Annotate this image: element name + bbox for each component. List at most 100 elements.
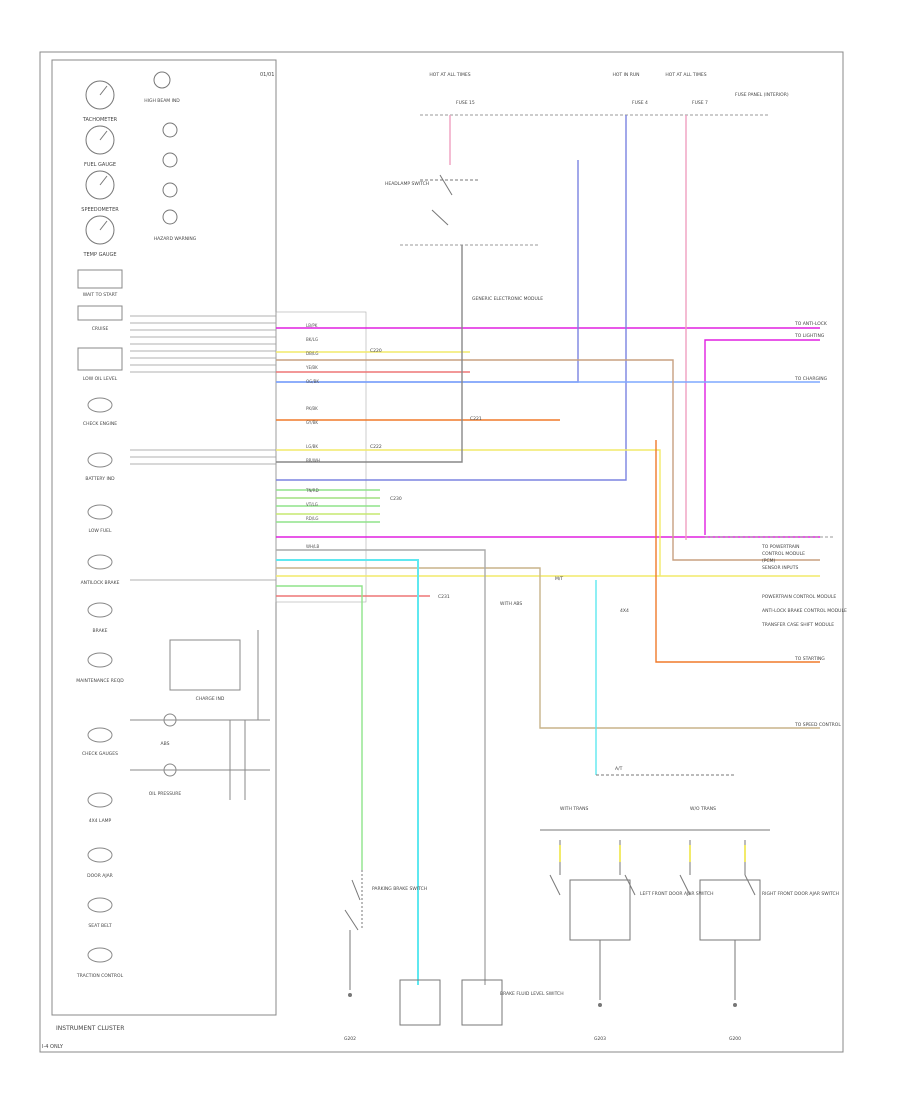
cluster-pin-lines	[130, 315, 276, 581]
lamp: BRAKE	[87, 602, 113, 634]
gauge-label: TACHOMETER	[82, 117, 118, 123]
lamp: MAINTENANCE REQD	[76, 652, 124, 684]
side-label: TO ANTI-LOCK	[794, 321, 828, 327]
lamp-label: DOOR AJAR	[87, 873, 113, 879]
gauge: SPEEDOMETER	[81, 170, 119, 213]
side-label: TO STARTING	[794, 656, 825, 662]
bulb-icon	[163, 713, 177, 727]
ground-label: G202	[344, 1036, 356, 1042]
note: A/T	[615, 766, 623, 772]
wire-magenta	[704, 339, 820, 535]
fuse-label: FUSE 15	[456, 100, 475, 106]
lamp-bulb-icon	[87, 452, 113, 468]
headlamp-switch	[420, 174, 480, 226]
wire-label: RD/LG	[306, 516, 319, 521]
fuse-boxes: HOT AT ALL TIMES HOT IN RUN HOT AT ALL T…	[400, 72, 789, 246]
lamp-bulb-icon	[87, 554, 113, 570]
fuse-label: FUSE 7	[692, 100, 708, 106]
cluster-modules: WAIT TO START CRUISE LOW OIL LEVEL	[77, 269, 123, 382]
pcm-text: TO POWERTRAIN	[761, 544, 800, 550]
wire-tan	[276, 359, 820, 561]
switch-body	[399, 979, 441, 1026]
lamp-bulb-icon	[87, 792, 113, 808]
ground-icon	[733, 1003, 737, 1007]
wire-yellow	[276, 449, 661, 576]
lamp-bulb-icon	[87, 947, 113, 963]
lamp: CHECK ENGINE	[83, 397, 117, 427]
gauge-dial-icon	[85, 125, 115, 155]
gauge-needle-icon	[99, 130, 108, 141]
lamp-bulb-icon	[87, 897, 113, 913]
module-label: LOW OIL LEVEL	[83, 376, 118, 382]
wire-gray	[276, 549, 486, 985]
switch-body	[569, 879, 631, 941]
lamp-label: LOW FUEL	[88, 528, 111, 534]
wire-label: DB/LG	[306, 351, 319, 356]
switch-blade-icon	[549, 874, 561, 896]
top-indicators: HIGH BEAM IND HAZARD WARNING	[144, 71, 197, 242]
ground-icon	[598, 1003, 602, 1007]
connector-label: C231	[438, 594, 450, 600]
wire-gray	[276, 245, 463, 463]
indicator-label: HAZARD WARNING	[154, 236, 197, 242]
note: W/O TRANS	[690, 806, 716, 812]
gauge-label: SPEEDOMETER	[81, 207, 119, 213]
wire-label: VT/LG	[306, 502, 318, 507]
lamp-label: ANTILOCK BRAKE	[81, 580, 120, 586]
cluster-title: INSTRUMENT CLUSTER	[56, 1025, 124, 1032]
switch-label: LEFT FRONT DOOR AJAR SWITCH	[640, 891, 714, 897]
switch-blade-icon	[344, 909, 359, 931]
side-labels: TO ANTI-LOCK TO LIGHTING TO CHARGING TO …	[794, 321, 841, 728]
gauge-needle-icon	[99, 220, 108, 231]
lamp-bulb-icon	[87, 652, 113, 668]
module-rect	[77, 269, 123, 289]
note: 4X4	[620, 608, 629, 614]
lamp-label: BRAKE	[93, 628, 108, 634]
note: WITH TRANS	[560, 806, 588, 812]
wire-orange	[655, 440, 820, 663]
fuse-box-label: HOT AT ALL TIMES	[429, 72, 470, 78]
gauge: TEMP GAUGE	[82, 215, 117, 258]
sheet-border	[39, 51, 844, 1053]
switch-blade-icon	[431, 209, 449, 226]
switch-label: PARKING BRAKE SWITCH	[372, 886, 427, 892]
module-rect	[77, 347, 123, 371]
gauge: TACHOMETER	[82, 80, 118, 123]
wire-blue	[276, 115, 627, 481]
wires	[276, 115, 820, 985]
yellow-pins	[559, 845, 746, 862]
lamp: BATTERY IND	[85, 452, 115, 482]
switch-blade-icon	[624, 874, 636, 896]
module-label: ANTI-LOCK BRAKE CONTROL MODULE	[762, 608, 847, 614]
indicator-bulb-icon	[153, 71, 171, 89]
switch-label: RIGHT FRONT DOOR AJAR SWITCH	[762, 891, 839, 897]
fuse-panel-note: FUSE PANEL (INTERIOR)	[735, 92, 789, 98]
indicator-bulb-icon	[162, 209, 178, 225]
note: WITH ABS	[500, 601, 522, 607]
page-code: 01/01	[260, 72, 274, 78]
switch-blade-icon	[744, 874, 756, 896]
internal-label: ABS	[161, 741, 170, 747]
switch-body	[461, 979, 503, 1026]
footnote: I-4 ONLY	[42, 1044, 64, 1050]
gauge-label: FUEL GAUGE	[84, 162, 116, 168]
connector-label: C230	[390, 496, 402, 502]
module-label: TRANSFER CASE SHIFT MODULE	[761, 622, 834, 628]
indicator-label: HIGH BEAM IND	[144, 98, 180, 104]
lamp-bulb-icon	[87, 727, 113, 743]
connector-label: C221	[470, 416, 482, 422]
wire-label: TN/RD	[305, 488, 319, 493]
wire-label: WH/LB	[306, 544, 320, 549]
notes: WITH TRANS W/O TRANS A/T M/T WITH ABS 4X…	[500, 576, 716, 812]
gauge-needle-icon	[99, 85, 108, 96]
wire-label: PK/BK	[306, 406, 318, 411]
gauge-dial-icon	[85, 215, 115, 245]
module-label: WAIT TO START	[83, 292, 118, 298]
internal-label: CHARGE IND	[196, 696, 225, 702]
side-label: TO LIGHTING	[794, 333, 825, 339]
switch-label: BRAKE FLUID LEVEL SWITCH	[500, 991, 564, 997]
pcm-block: TO POWERTRAIN CONTROL MODULE (PCM) SENSO…	[705, 536, 847, 628]
lamp: TRACTION CONTROL	[76, 947, 124, 979]
pcm-text: SENSOR INPUTS	[762, 565, 798, 571]
